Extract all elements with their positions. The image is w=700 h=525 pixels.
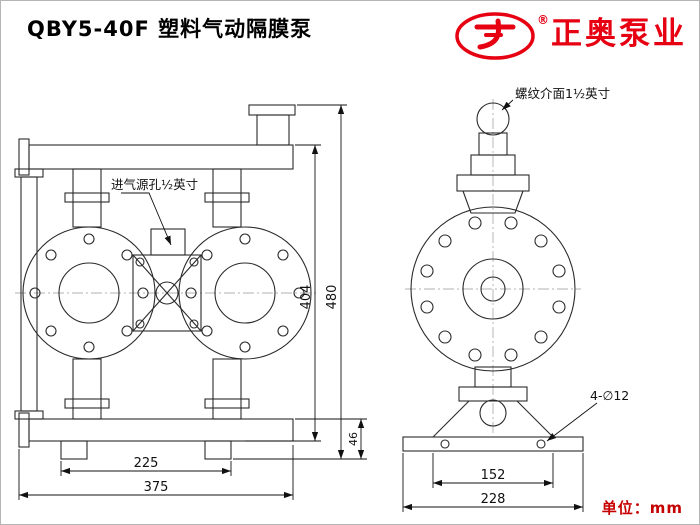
brand-logo-icon <box>455 12 535 60</box>
brand-logo: ® 正奥泵业 <box>453 7 687 61</box>
drawing-title: QBY5-40F 塑料气动隔膜泵 <box>27 17 313 41</box>
side-view <box>402 102 584 452</box>
unit-label: 单位：mm <box>601 499 683 517</box>
brand-name: 正奥泵业 <box>551 15 687 52</box>
thread-interface-note: 螺纹介面1½英寸 <box>515 86 610 101</box>
dim-base-height: 46 <box>347 432 360 446</box>
dim-total-height: 480 <box>325 285 340 310</box>
dim-total-width: 375 <box>144 480 169 495</box>
annotation-leaders <box>121 99 598 442</box>
front-view <box>14 104 312 460</box>
bolt-holes-note: 4-∅12 <box>590 388 629 403</box>
registered-mark: ® <box>537 13 549 27</box>
dimension-lines <box>18 104 584 512</box>
dim-port-height: 404 <box>299 285 314 310</box>
centerlines <box>15 99 581 433</box>
dimension-labels: 404 480 46 225 375 152 228 <box>134 285 506 507</box>
dim-foot-hole-span: 152 <box>481 468 506 483</box>
air-inlet-note: 进气源孔½英寸 <box>111 177 198 192</box>
dim-base-width: 228 <box>481 492 506 507</box>
annotation-labels: 螺纹介面1½英寸 进气源孔½英寸 4-∅12 <box>111 86 629 403</box>
dim-foot-span: 225 <box>134 456 159 471</box>
